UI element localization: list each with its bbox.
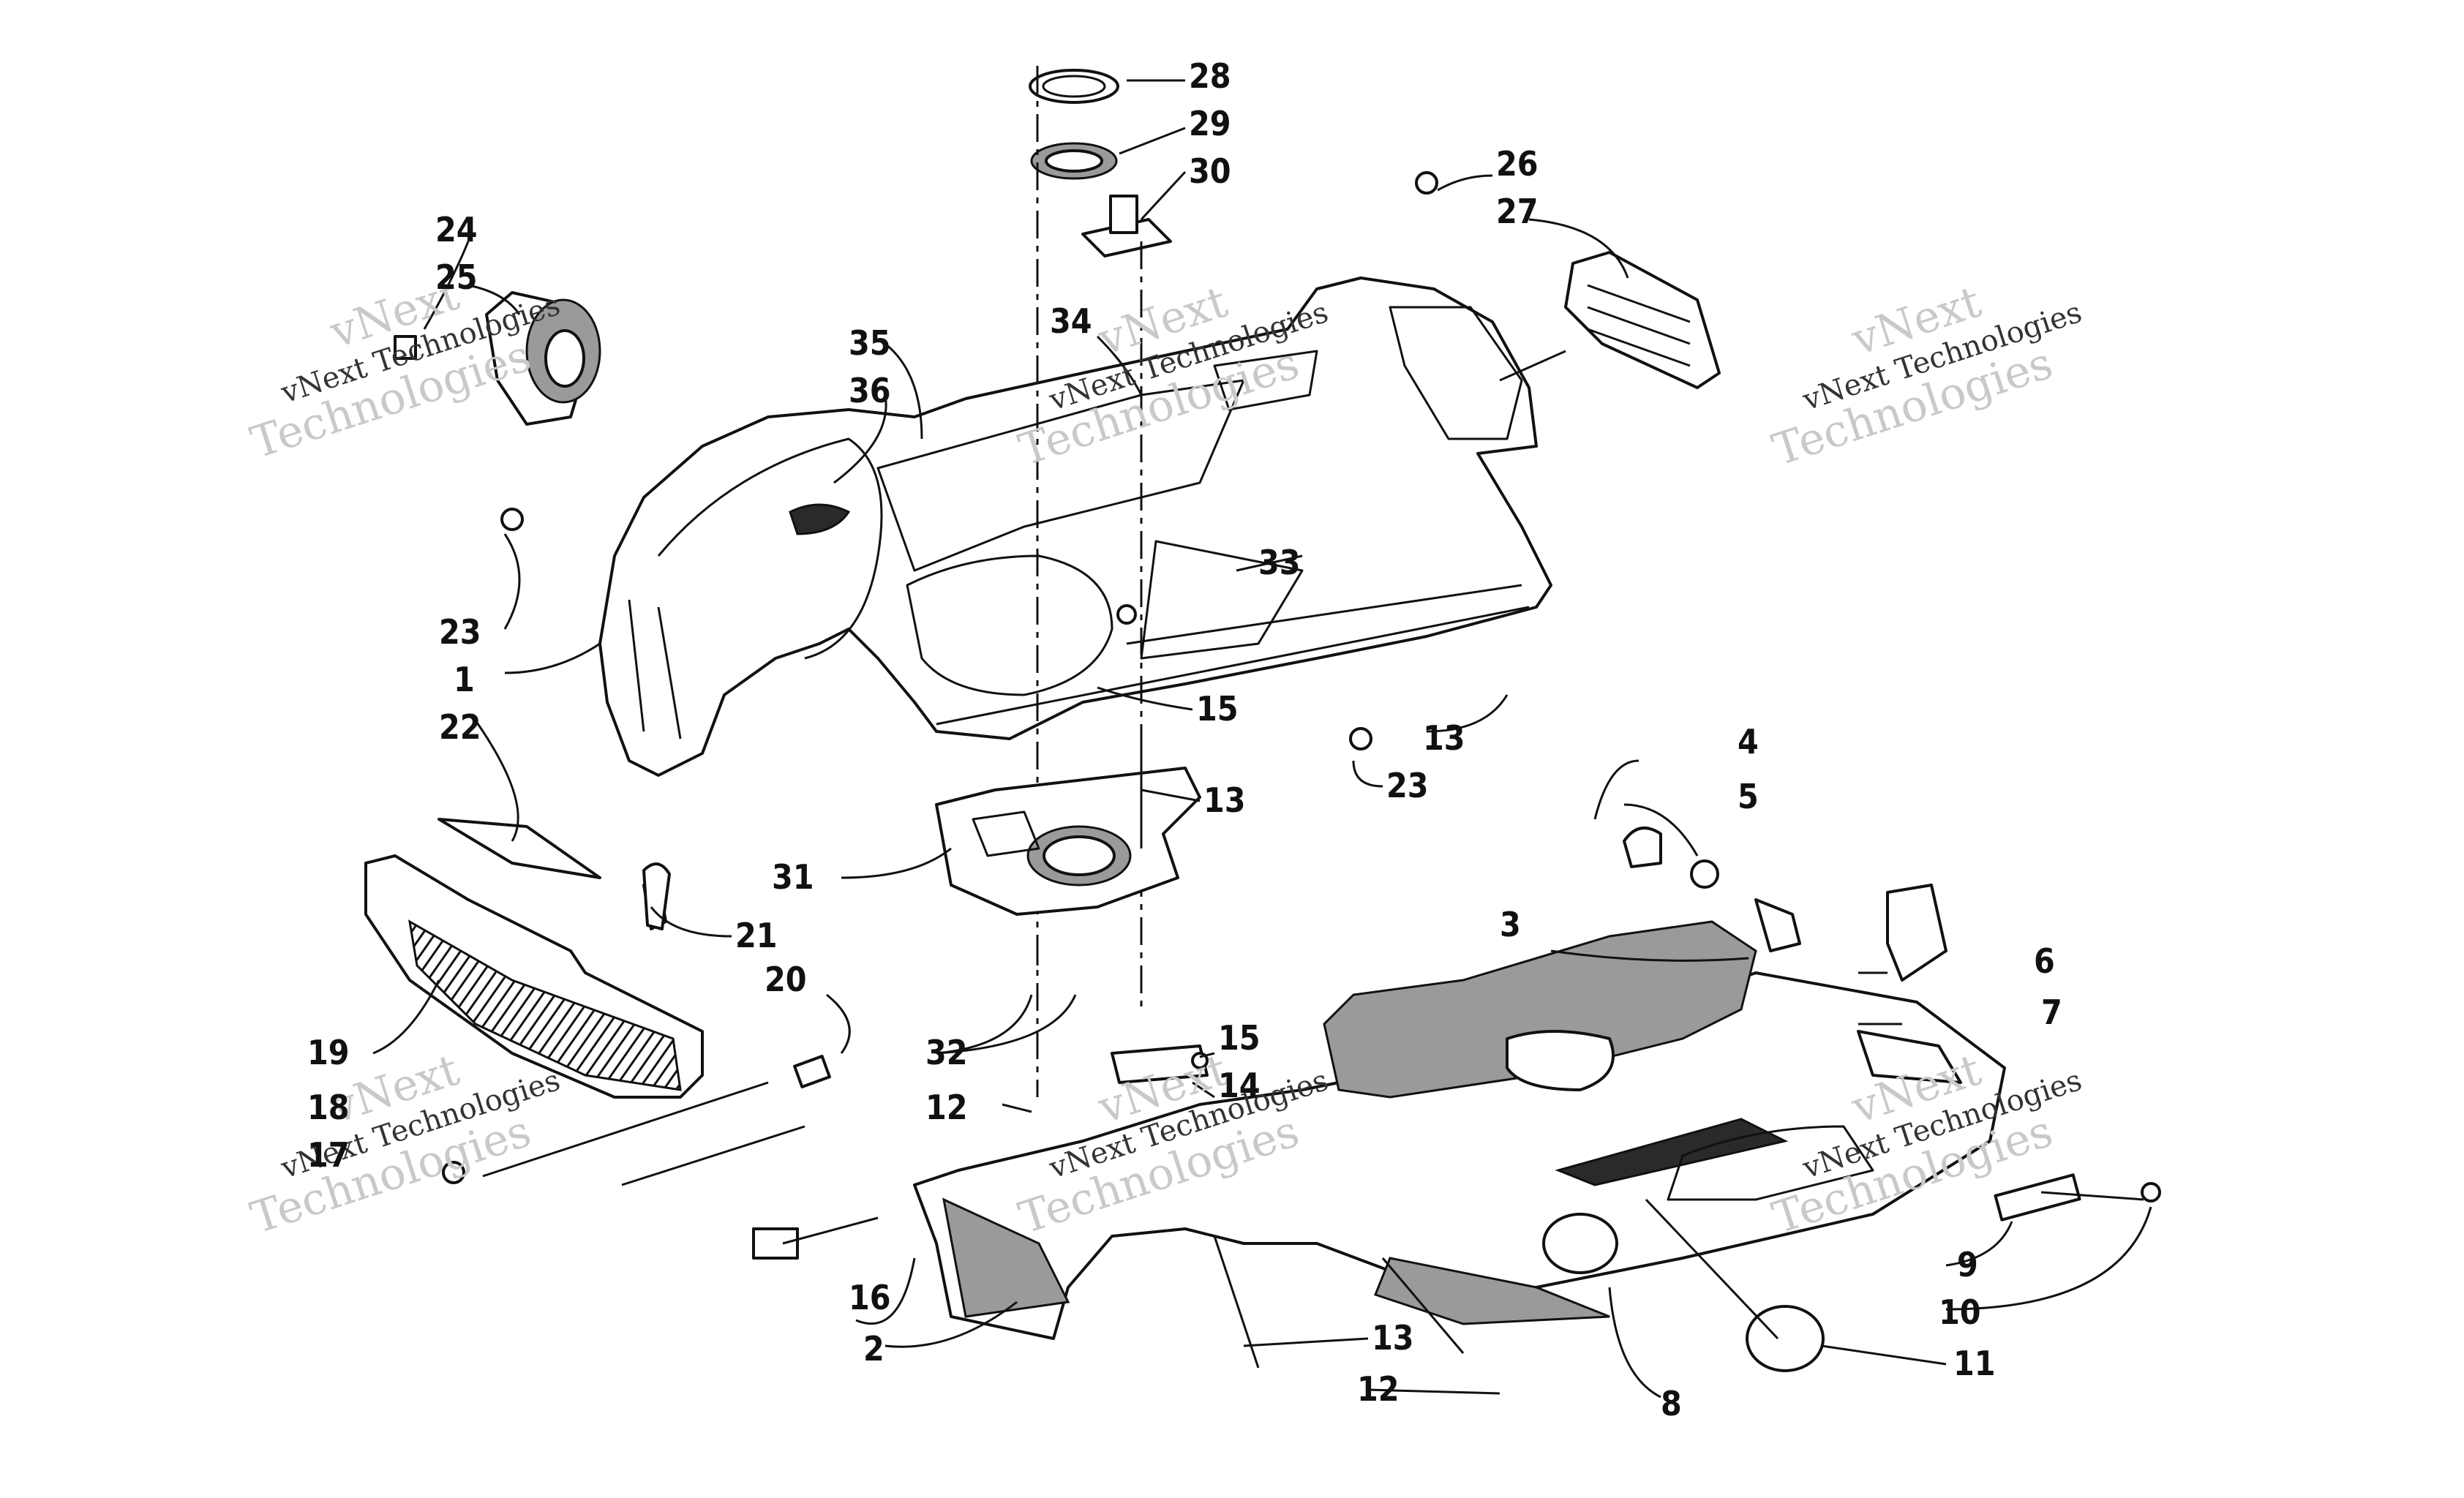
gauge-housing [394,291,601,426]
callout-23b: 23 [1386,766,1429,805]
callout-6: 6 [2034,941,2055,981]
callout-4: 4 [1738,722,1759,761]
callout-27: 27 [1496,192,1539,231]
hood-lower [913,884,2081,1340]
callout-17: 17 [307,1135,350,1175]
callout-19: 19 [307,1033,350,1072]
floor-plate [935,767,1201,916]
callout-2: 2 [863,1329,884,1369]
callout-20: 20 [765,960,807,999]
callout-13b: 13 [1203,780,1246,820]
callout-13a: 13 [1423,718,1465,758]
callout-12b: 12 [1357,1369,1400,1409]
callout-10: 10 [1939,1292,1981,1332]
callout-7: 7 [2041,993,2062,1032]
callout-11: 11 [1953,1344,1996,1383]
callout-3: 3 [1500,905,1521,944]
callout-15a: 15 [1196,689,1239,729]
callout-35: 35 [849,323,891,363]
callout-36: 36 [849,371,891,410]
callout-33: 33 [1258,543,1301,582]
callout-30: 30 [1189,151,1231,191]
callout-13c: 13 [1372,1318,1414,1358]
callout-26: 26 [1496,144,1539,184]
callout-22: 22 [439,707,481,747]
callout-9: 9 [1957,1245,1978,1284]
callout-1: 1 [454,660,475,699]
callout-5: 5 [1738,777,1759,816]
callout-labels: 28 29 30 26 27 24 25 34 35 36 33 23 1 22… [307,56,2062,1423]
vent-grille [1564,251,1721,389]
oval-badge [1746,1305,1825,1372]
callout-34: 34 [1050,301,1092,341]
callout-28: 28 [1189,56,1231,96]
callout-24: 24 [435,210,478,249]
leader-lines [372,79,2152,1399]
callout-18: 18 [307,1088,350,1127]
callout-29: 29 [1189,104,1231,143]
callout-25: 25 [435,257,478,297]
callout-8: 8 [1661,1384,1682,1423]
callout-23a: 23 [439,612,481,652]
callout-14: 14 [1218,1066,1261,1105]
callout-21: 21 [735,916,778,955]
callout-31: 31 [772,857,814,897]
chassis-upper [598,276,1552,777]
callout-16: 16 [849,1278,891,1317]
callout-15b: 15 [1218,1018,1261,1058]
callout-32: 32 [925,1033,968,1072]
callout-12a: 12 [925,1088,968,1127]
